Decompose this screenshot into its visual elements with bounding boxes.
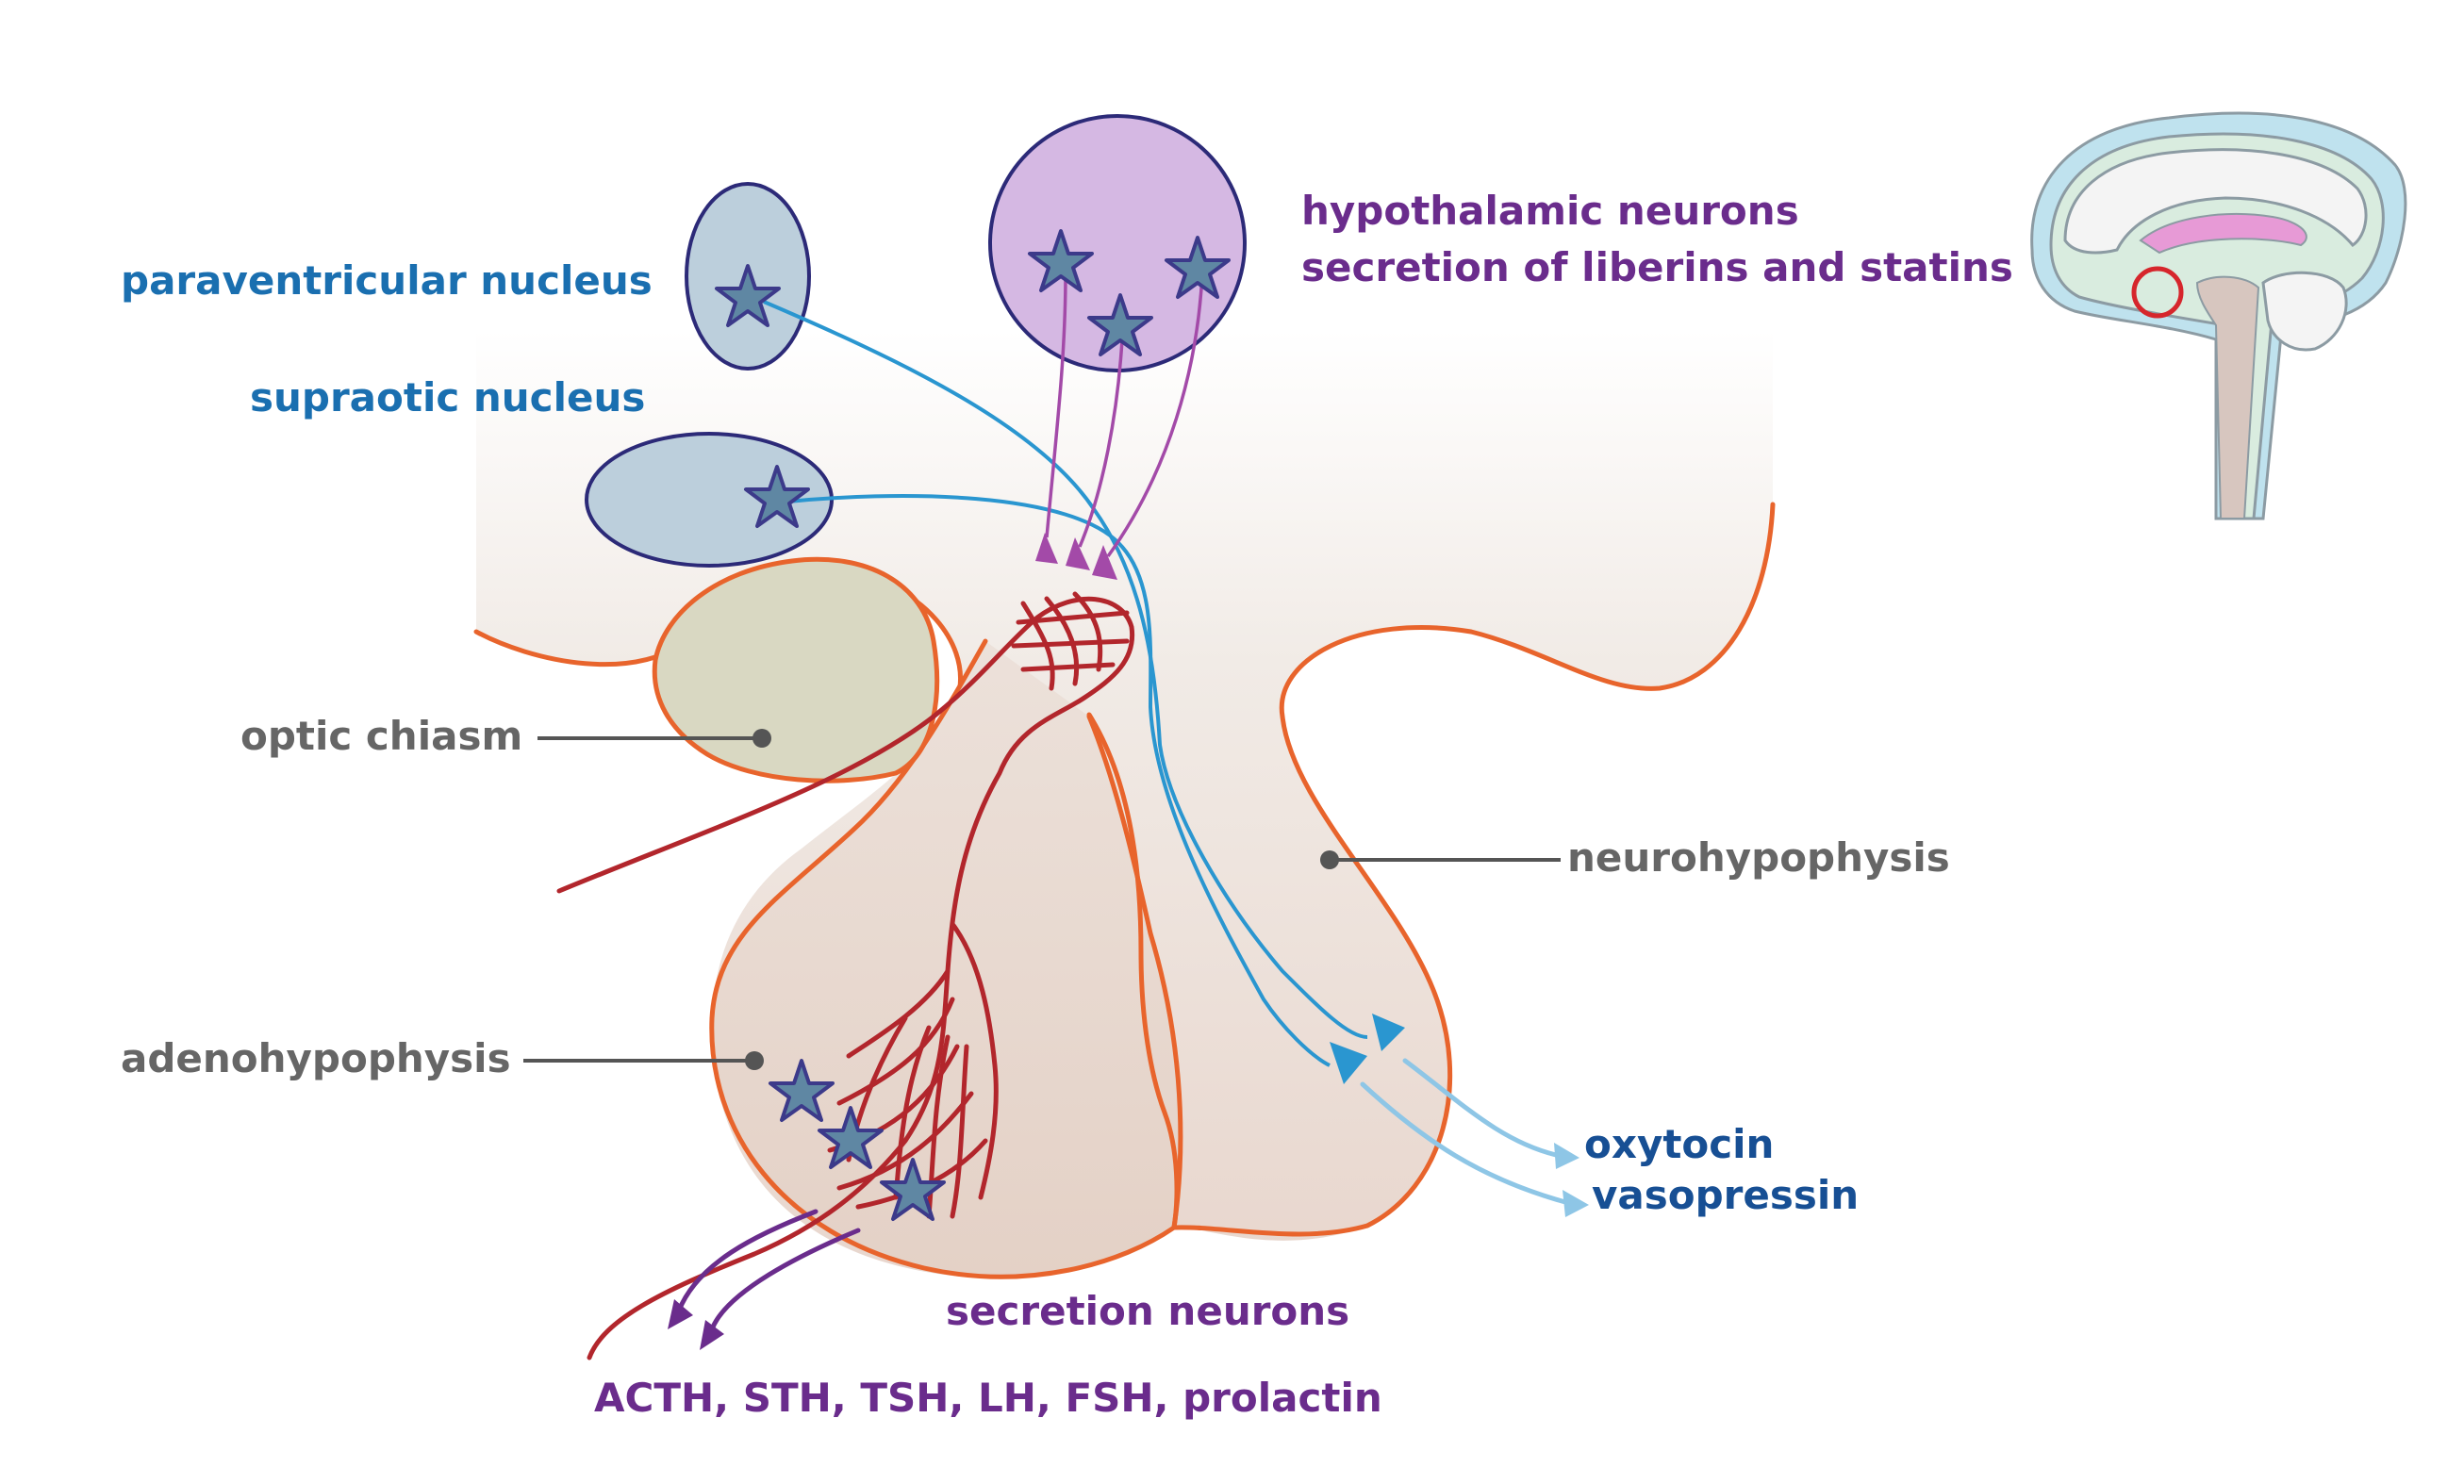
axon-terminal-arrow (1372, 1014, 1405, 1051)
star-hypothalamic-2 (1165, 236, 1231, 299)
optic-chiasm (652, 556, 940, 783)
axon-arrowhead (1092, 545, 1117, 580)
arrowhead-vasopressin (1563, 1190, 1589, 1217)
cerebellum (2261, 271, 2348, 352)
adenohypophysis-hormone-arrows (676, 1209, 861, 1332)
label-vasopressin: vasopressin (1592, 1172, 1859, 1218)
leader-lines (523, 736, 1561, 1063)
axon-arrowhead (1066, 537, 1090, 570)
label-adenohypophysis: adenohypophysis (121, 1035, 511, 1081)
optic-chiasm-pointer (752, 729, 771, 748)
cerebrum-cortex (2063, 148, 2368, 255)
star-secretion-2 (818, 1106, 884, 1169)
pituitary-highlight-circle (2131, 266, 2184, 319)
neurohypophysis-outline (1171, 502, 1776, 1237)
label-paraventricular-nucleus: paraventricular nucleus (121, 257, 653, 304)
adenohypophysis-pointer (745, 1051, 764, 1070)
arrowhead-hormone (700, 1320, 724, 1350)
star-secretion-3 (880, 1158, 946, 1221)
star-hypothalamic-3 (1087, 293, 1153, 356)
portal-vessels (556, 591, 1135, 1360)
label-oxytocin: oxytocin (1584, 1121, 1774, 1167)
adenohypophysis-lobe (709, 638, 1183, 1279)
neurohypophysis-pointer (1320, 850, 1339, 869)
hypothalamic-axons (1045, 272, 1204, 558)
label-neurohypophysis: neurohypophysis (1567, 834, 1950, 881)
label-liberins-statins: secretion of liberins and statins (1301, 244, 2013, 290)
axon-arrowhead (1035, 533, 1058, 564)
star-secretion-1 (769, 1059, 835, 1122)
neurosecretory-axons (763, 300, 1368, 1067)
star-supraoptic (744, 465, 810, 528)
corpus-callosum (2139, 213, 2307, 255)
label-supraoptic-nucleus: supraotic nucleus (250, 374, 645, 420)
star-paraventricular (715, 264, 781, 327)
pituitary-stalk-line (1086, 712, 1180, 1230)
hypothalamic-neurons-circle (988, 114, 1247, 372)
neuron-stars (715, 229, 1231, 1221)
arrowhead-oxytocin (1554, 1143, 1579, 1169)
label-secretion-neurons: secretion neurons (946, 1288, 1349, 1334)
hormone-release-arrows (1360, 1058, 1568, 1205)
star-hypothalamic-1 (1028, 229, 1094, 292)
label-anterior-pituitary-hormones: ACTH, STH, TSH, LH, FSH, prolactin (594, 1375, 1382, 1421)
axon-terminal-arrow (1330, 1042, 1367, 1084)
arrowhead-hormone (668, 1299, 693, 1329)
label-optic-chiasm: optic chiasm (240, 713, 522, 759)
brainstem (2195, 275, 2260, 519)
label-hypothalamic-neurons: hypothalamic neurons (1301, 188, 1799, 234)
brain-section-inset (2030, 111, 2407, 520)
